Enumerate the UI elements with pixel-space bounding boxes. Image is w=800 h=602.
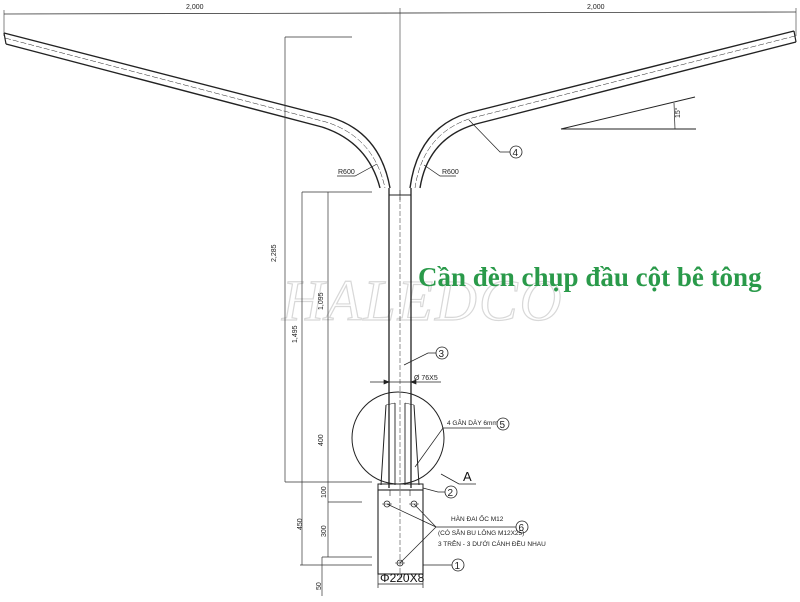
radius-right-label: R600 (442, 169, 459, 176)
detail-circle-a (351, 391, 476, 486)
angle-indicator (560, 96, 696, 130)
callout-2: 2 (422, 485, 458, 499)
callout-6: 6 (386, 503, 529, 564)
top-dimension (3, 8, 797, 200)
dim-300: 300 (321, 525, 328, 537)
angle-label: 15° (674, 107, 682, 118)
callout-6-note-3: 3 TRÊN - 3 DƯỚI CÁNH ĐỀU NHAU (438, 538, 546, 548)
callout-4: 4 (468, 119, 523, 159)
vertical-dimensions (284, 36, 372, 596)
callout-6-label: 6 (519, 523, 525, 534)
callout-2-label: 2 (448, 488, 454, 499)
dim-100: 100 (321, 486, 328, 498)
dim-total-height: 2,285 (271, 244, 278, 262)
radius-left-label: R600 (338, 169, 355, 176)
dim-1095: 1,095 (318, 292, 325, 310)
callout-5-note: 4 GÂN DÀY 6mm (447, 418, 498, 427)
dim-450: 450 (297, 518, 304, 530)
left-arm (3, 32, 391, 189)
drawing-title: Cần đèn chụp đầu cột bê tông (418, 262, 762, 292)
base-diameter-label: Φ220X8 (380, 571, 425, 585)
top-left-span: 2,000 (186, 4, 204, 11)
tube-diameter-label: Ø 76X5 (414, 375, 438, 382)
dim-400: 400 (318, 434, 325, 446)
callout-5-label: 5 (500, 420, 506, 431)
dim-50: 50 (316, 582, 323, 590)
callout-6-note-2: (CÓ SẴN BU LÔNG M12X25) (438, 528, 524, 537)
callout-1: 1 (423, 558, 465, 572)
watermark: HALEDCO (281, 268, 563, 333)
callout-3: 3 (403, 346, 449, 366)
callout-3-label: 3 (439, 349, 445, 360)
dim-1495: 1,495 (292, 325, 299, 343)
base-sleeve (377, 483, 424, 575)
callout-5: 5 (414, 417, 510, 468)
callout-6-note-1: HÀN ĐAI ỐC M12 (451, 513, 504, 523)
callout-1-label: 1 (455, 561, 461, 572)
base-diameter-dim (377, 574, 424, 588)
right-arm (409, 30, 797, 189)
detail-marker-a: A (463, 469, 472, 484)
top-right-span: 2,000 (587, 4, 605, 11)
pole-tube (388, 188, 412, 580)
tube-diameter-dim (370, 379, 441, 385)
callout-4-label: 4 (513, 148, 519, 159)
radius-leaders (337, 163, 456, 177)
